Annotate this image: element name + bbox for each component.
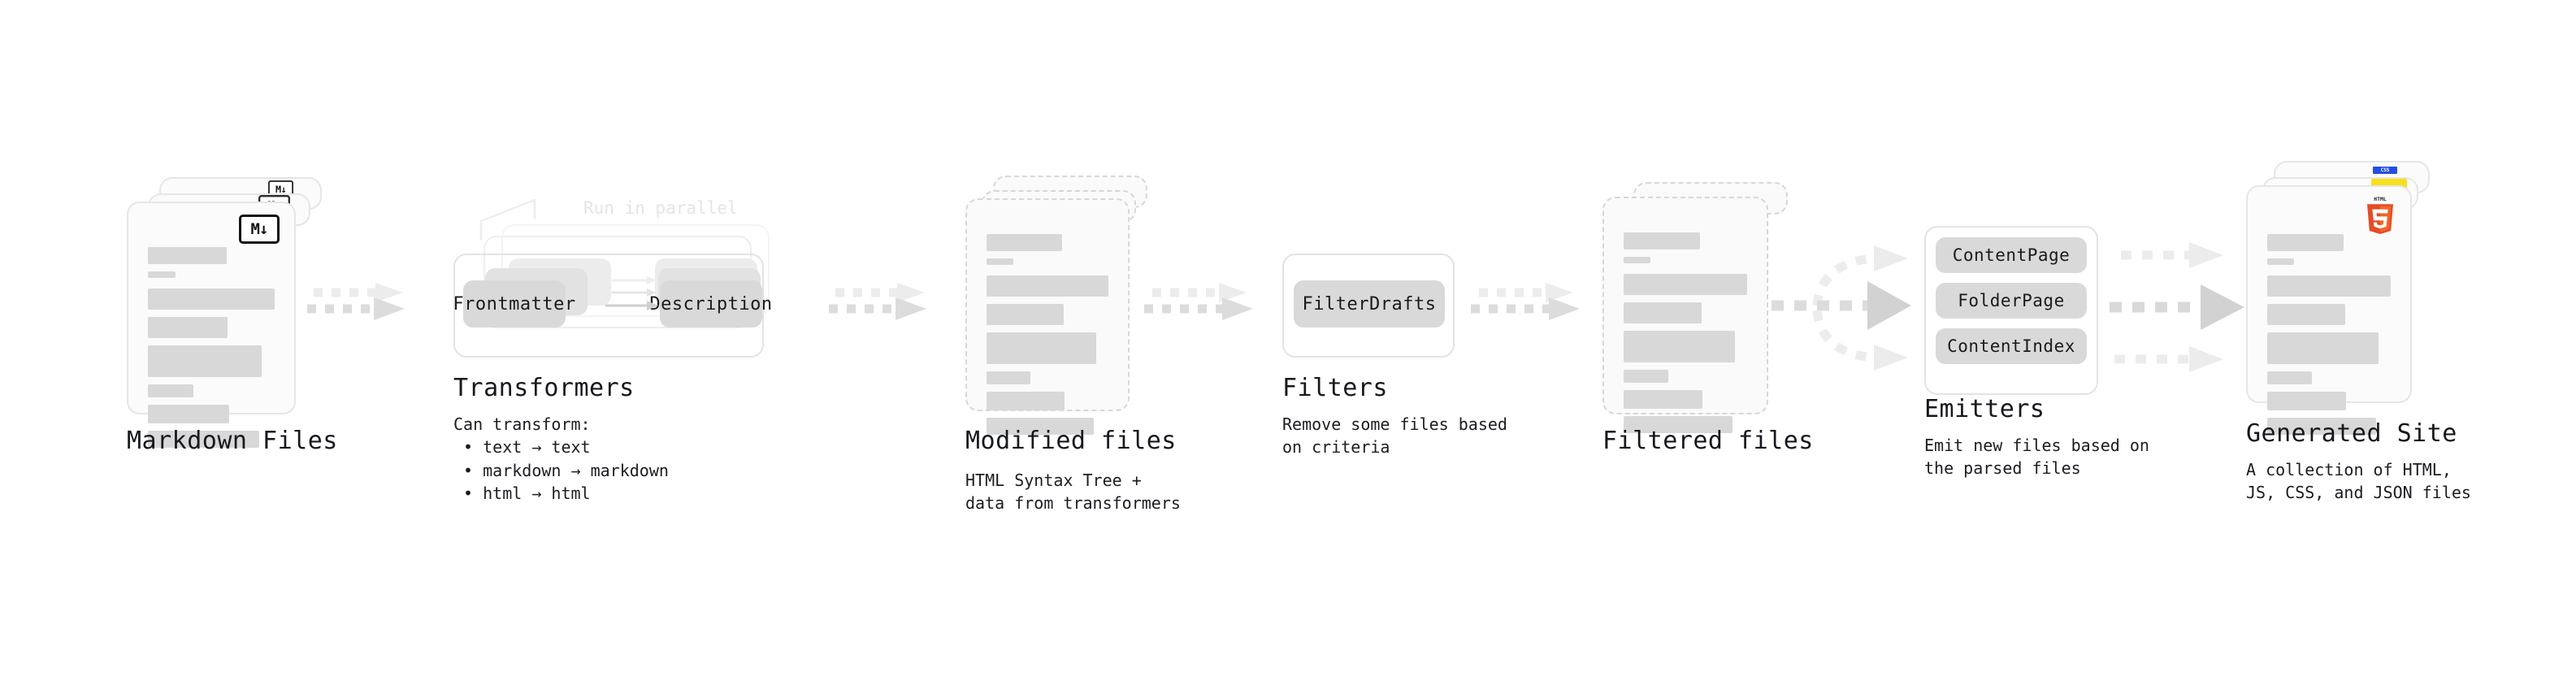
run-in-parallel-label: Run in parallel (583, 198, 738, 218)
transformer-internal-arrows (605, 276, 658, 310)
connector-transformers-to-modified (829, 283, 926, 320)
doc-line (987, 392, 1065, 410)
doc-line (987, 418, 1094, 435)
generated-site-subtitle: A collection of HTML, JS, CSS, and JSON … (2246, 460, 2471, 503)
connector-modified-to-filters (1144, 283, 1253, 320)
doc-line (148, 271, 176, 278)
doc-line (148, 288, 275, 310)
transformer-chip-frontmatter[interactable]: Frontmatter (453, 280, 575, 327)
doc-line (1624, 274, 1747, 295)
connector-emitters-to-site-triple (2110, 242, 2244, 372)
doc-line (148, 247, 227, 264)
emitters-subtitle: Emit new files based on the parsed files (1924, 436, 2149, 479)
doc-line (2267, 258, 2295, 265)
filters-title: Filters (1282, 374, 1388, 402)
filters-group (1282, 254, 1455, 358)
filters-chip-filterdrafts[interactable]: FilterDrafts (1294, 280, 1445, 327)
markdown-files-title: Markdown Files (127, 427, 338, 455)
emitters-chip-folderpage[interactable]: FolderPage (1936, 283, 2087, 319)
doc-line (1624, 331, 1735, 362)
doc-line (2267, 418, 2376, 435)
modified-card-front (965, 198, 1130, 435)
site-card-body (2267, 234, 2391, 442)
markdown-icon-glyph: M↓ (250, 219, 269, 238)
doc-line (2267, 234, 2344, 251)
doc-line (987, 371, 1030, 384)
doc-line (987, 258, 1013, 265)
html5-icon: HTML (2367, 196, 2393, 234)
transformers-subtitle: Can transform: • text → text • markdown … (453, 414, 669, 504)
emitters-chip-contentindex[interactable]: ContentIndex (1936, 328, 2087, 364)
svg-text:HTML: HTML (2374, 196, 2387, 202)
doc-line (1624, 416, 1733, 433)
doc-line (1624, 232, 1701, 249)
doc-line (1624, 302, 1702, 323)
emitters-group (1924, 226, 2098, 395)
doc-line (1624, 257, 1651, 263)
transformers-title: Transformers (453, 374, 635, 402)
doc-line (2267, 304, 2345, 325)
site-card-front: HTML (2246, 185, 2412, 435)
doc-line (148, 431, 260, 448)
doc-line (2267, 275, 2391, 297)
doc-line (987, 275, 1108, 297)
doc-line (987, 304, 1064, 325)
doc-line (148, 405, 229, 423)
connector-filtered-to-emitters-fanout (1772, 245, 1911, 371)
emitters-title: Emitters (1924, 395, 2045, 423)
doc-line (148, 345, 262, 377)
markdown-card-body (148, 247, 275, 455)
markdown-icon-glyph: M↓ (275, 184, 287, 195)
emitters-chip-contentpage[interactable]: ContentPage (1936, 237, 2087, 273)
doc-line (1624, 370, 1668, 383)
filters-subtitle: Remove some files based on criteria (1282, 414, 1507, 458)
doc-line (2267, 392, 2347, 410)
filtered-files-title: Filtered files (1602, 427, 1814, 455)
markdown-icon: M↓ (239, 215, 280, 244)
doc-line (2267, 332, 2379, 364)
connector-markdown-to-transformers (307, 283, 405, 320)
filtered-card-front (1602, 197, 1768, 433)
doc-line (1624, 390, 1703, 409)
modified-files-subtitle: HTML Syntax Tree + data from transformer… (965, 471, 1181, 514)
doc-line (987, 234, 1062, 251)
filtered-card-body (1624, 232, 1747, 440)
markdown-card-front: M↓ (127, 202, 296, 448)
modified-files-title: Modified files (965, 427, 1177, 455)
run-in-parallel-leader (479, 198, 536, 241)
connector-filters-to-filtered (1471, 283, 1580, 320)
doc-line (987, 332, 1096, 364)
transformers-group-front (453, 254, 764, 358)
generated-site-title: Generated Site (2246, 419, 2457, 448)
doc-line (148, 317, 228, 338)
transformer-chip-description[interactable]: Description (649, 280, 772, 327)
css-icon: CSS (2373, 167, 2397, 174)
doc-line (2267, 371, 2312, 384)
doc-line (148, 384, 194, 397)
modified-card-body (987, 234, 1108, 442)
